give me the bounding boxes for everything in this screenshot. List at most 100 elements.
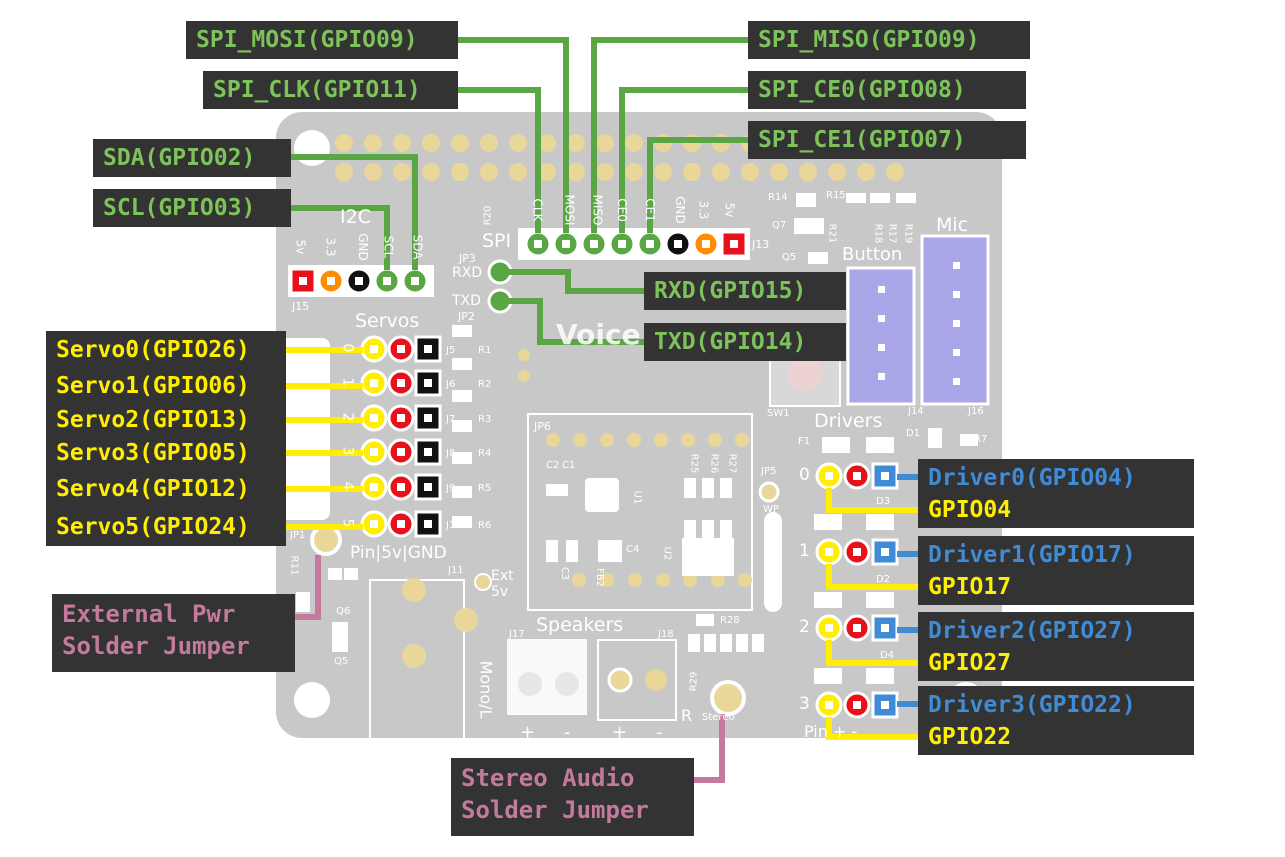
driver0-gpio-label: GPIO04 [918,492,1194,528]
leader-line [295,555,321,620]
i2c-pin-silk: SCL [381,235,396,259]
spi-title: SPI [482,230,512,252]
spi-pin-silk: MISO [590,194,605,226]
spi-mosi-label: SPI_MOSI(GPIO09) [186,21,458,59]
misc-ref: Q5 [334,656,349,667]
chip-ref: C2 [546,460,560,471]
gpio-hole [567,134,585,152]
driver-pin-center [881,624,889,632]
smd-part [610,540,622,562]
smd-part [452,452,472,464]
gpio-hole [741,163,759,181]
i2c-pin-center [299,277,307,285]
servos-title: Servos [355,310,420,332]
voice-hole [683,573,697,587]
servo-num: 3 [339,446,356,456]
servo-pin-center [370,483,378,491]
servo-pin-center [424,345,432,353]
gpio-hole [335,134,353,152]
gpio-hole [364,134,382,152]
smd-part [452,325,472,337]
smd-part [928,428,942,448]
ext-pwr-label: External Pwr Solder Jumper [52,594,295,672]
servo3-label: Servo3(GPIO05) [46,434,286,472]
smd-part [598,540,610,562]
driver-pin-center [853,472,861,480]
top-ref: Q7 [772,220,787,231]
gpio-hole [799,163,817,181]
gpio-hole [625,163,643,181]
j14-ref: J14 [908,406,924,417]
driver-pin-center [825,624,833,632]
mono-l-label: Mono/L [476,660,496,719]
connector-pin [878,315,885,322]
spi-pin-center [590,240,598,248]
j18-ref: J18 [658,629,674,640]
spi-pin-center [702,240,710,248]
leader-line [826,488,918,513]
i2c-pin-center [327,277,335,285]
chip-ref: FB2 [593,568,605,587]
chip-ref: U2 [661,546,673,561]
connector-pin [953,262,960,269]
smd-part [328,568,342,580]
chip-ref: R27 [726,453,738,474]
driver-ref: D4 [880,650,895,661]
smd-part [866,437,894,453]
gpio-hole [509,134,527,152]
spi-pin-center [618,240,626,248]
gpio-hole [857,163,875,181]
rxd-silk: RXD [452,265,483,281]
smd-part [866,514,894,530]
r29-ref: R29 [688,671,700,692]
gpio-hole [509,163,527,181]
ext-pwr-line1: External Pwr [62,600,236,628]
leader-line [694,714,725,783]
speaker-sign: - [656,722,663,743]
servo-j-ref: J7 [446,414,456,425]
i2c-title: I2C [340,206,371,228]
drivers-title: Drivers [814,410,883,432]
speaker-screw [555,672,579,696]
spi-miso-label: SPI_MISO(GPIO09) [748,21,1030,59]
servo-num: 2 [339,412,356,422]
leader-line [291,154,418,270]
smd-part [452,390,472,402]
ext-pwr-solder-jumper [310,524,342,556]
i2c-pin-silk: 5v [293,239,308,255]
connector-pin [878,286,885,293]
speaker-pad [645,669,667,691]
voice-module-holes [518,349,752,587]
smd-part [332,622,348,652]
servo-num: 4 [339,481,356,491]
wp-solder-jumper [758,481,780,503]
driver3-gpio-label: GPIO22 [918,719,1194,755]
audio-jack-hole [402,578,426,602]
chip-u2 [682,538,734,576]
servo-pin-center [424,414,432,422]
sw1-ref: SW1 [767,408,790,419]
voice-hole [628,573,642,587]
speaker-screw [518,672,542,696]
connector-pin [953,378,960,385]
smd-part [752,634,764,652]
smd-part [896,193,916,203]
servo-pin-center [370,520,378,528]
spi-pin-center [674,240,682,248]
speaker-pad [607,667,633,693]
driver-footer: Pin + - [804,722,858,741]
smd-part [702,520,714,538]
servo-pin-center [370,448,378,456]
gpio-hole [770,163,788,181]
spi-pin-center [730,240,738,248]
button-cap [787,355,823,391]
i2c-pin-center [355,277,363,285]
smd-part [702,478,714,498]
smd-part [566,540,578,562]
r28-ref: R28 [720,615,740,626]
driver2-gpio-label: GPIO27 [918,645,1194,681]
servo-pin-center [397,345,405,353]
servo-r-ref: R4 [478,448,492,459]
connector-pin [953,349,960,356]
smd-part [452,358,472,370]
